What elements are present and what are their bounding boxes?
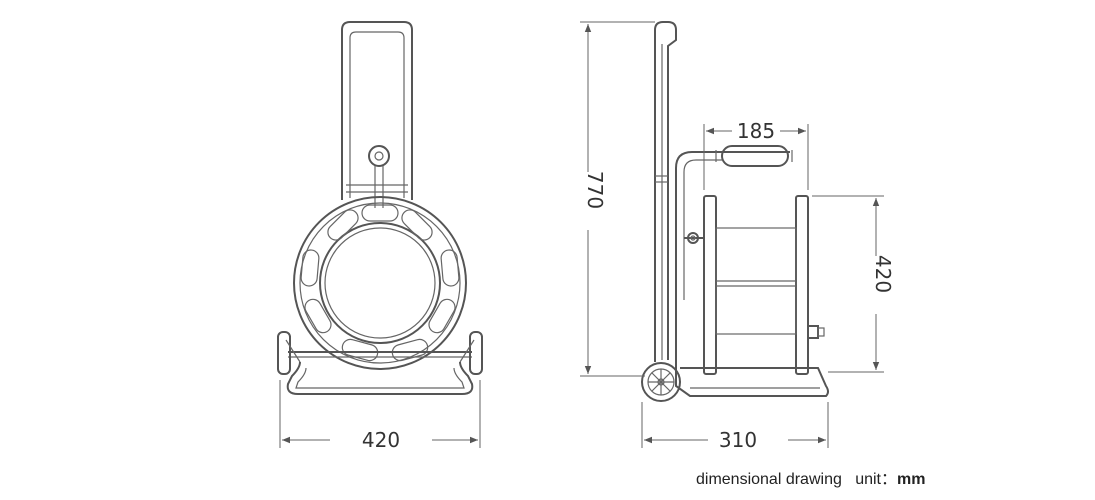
front-reel [293,196,467,370]
base-depth-dimension: 310 [641,402,829,452]
unit-label: unit： [855,471,898,488]
side-drum [684,195,825,375]
caption-label: dimensional drawing [696,471,842,488]
drum-width-dimension: 185 [703,119,809,190]
front-base [277,331,483,395]
side-height-label: 770 [583,171,607,209]
side-handle-post [654,21,677,362]
unit-value: mm [897,471,926,488]
side-height-dimension: 770 [580,21,655,377]
diagram-caption: dimensional drawing unit：mm [696,465,925,489]
base-depth-label: 310 [719,428,757,452]
side-base [641,360,829,402]
nozzle-icon [807,325,819,339]
side-arm [675,145,793,360]
side-view: 770 185 420 310 [580,21,895,452]
reel-slots [300,204,460,362]
wheel-icon [641,362,681,402]
front-handle [341,21,413,208]
carry-grip-icon [721,145,789,167]
front-view: 420 [277,21,483,452]
drum-diameter-dimension: 420 [812,195,895,373]
drum-diameter-label: 420 [871,255,895,293]
front-width-dimension: 420 [279,380,481,452]
drum-width-label: 185 [737,119,775,143]
front-width-label: 420 [362,428,400,452]
